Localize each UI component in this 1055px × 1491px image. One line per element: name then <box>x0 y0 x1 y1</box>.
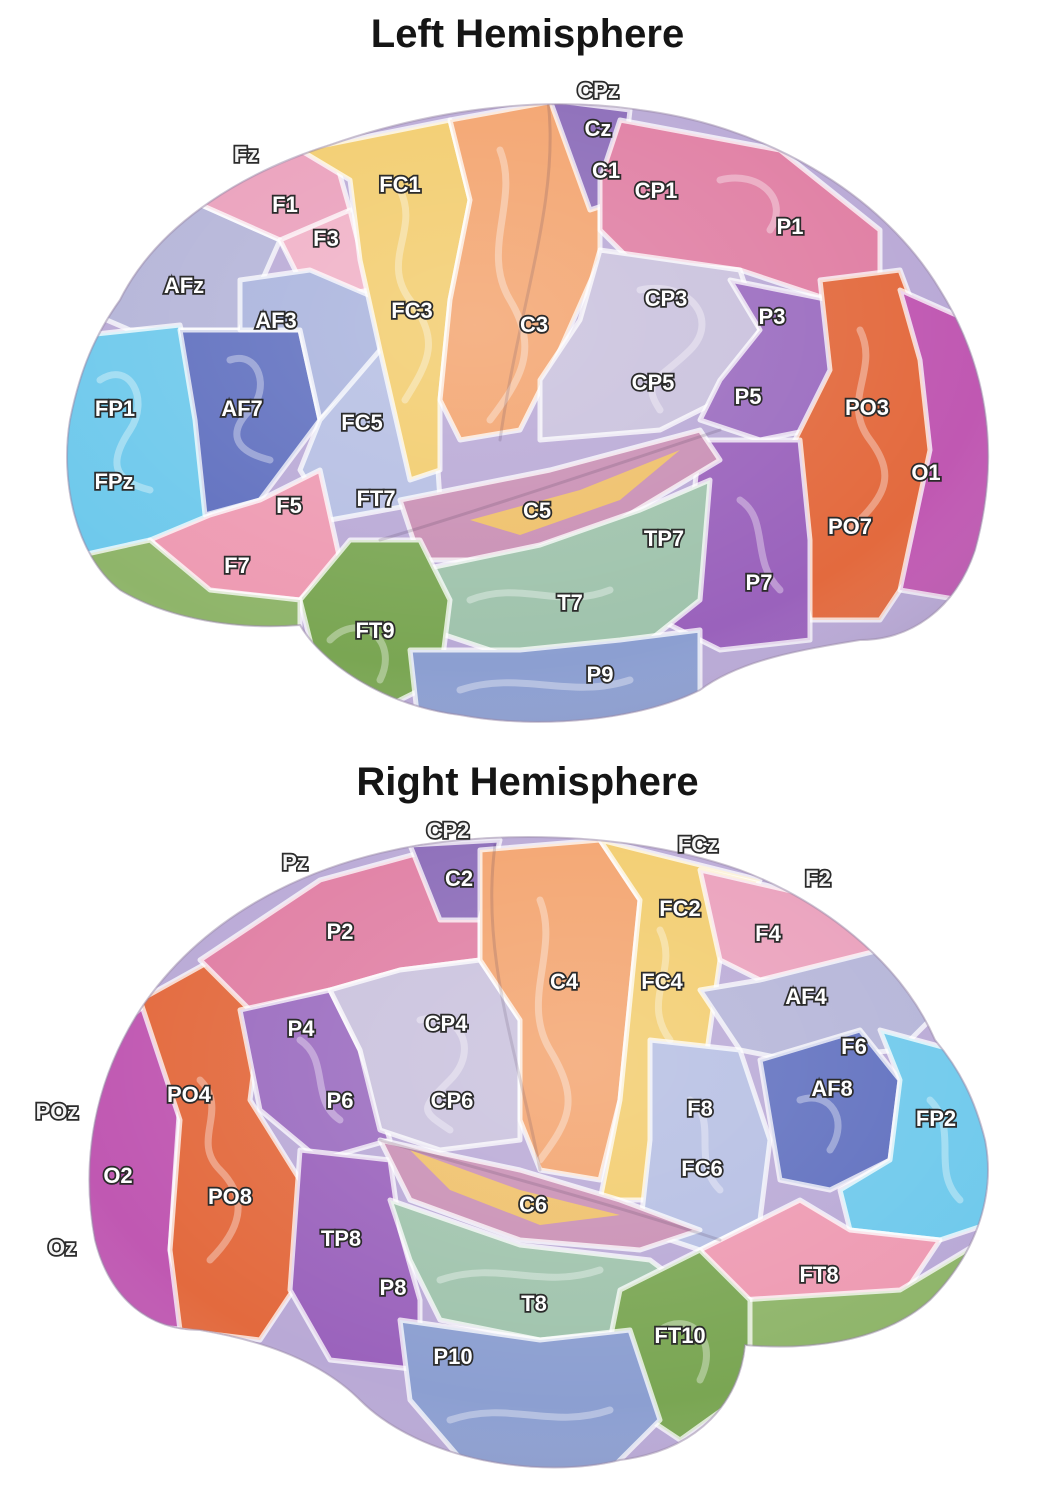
electrode-label-C2: C2 <box>445 866 473 891</box>
title-right-hemisphere: Right Hemisphere <box>356 760 699 804</box>
electrode-label-PO7: PO7 <box>828 514 872 539</box>
electrode-label-FT8: FT8 <box>799 1262 838 1287</box>
electrode-label-C1: C1 <box>592 158 620 183</box>
electrode-label-FT10: FT10 <box>654 1323 705 1348</box>
electrode-label-C4: C4 <box>550 969 579 994</box>
electrode-label-AF4: AF4 <box>785 984 827 1009</box>
electrode-label-FPz: FPz <box>94 469 133 494</box>
electrode-label-Cz: Cz <box>585 116 612 141</box>
right-cortex-regions <box>89 837 988 1468</box>
electrode-label-FT9: FT9 <box>355 618 394 643</box>
electrode-label-FC2: FC2 <box>659 896 701 921</box>
electrode-label-AF7: AF7 <box>221 396 263 421</box>
electrode-label-P10: P10 <box>433 1344 472 1369</box>
electrode-label-CP5: CP5 <box>632 370 675 395</box>
electrode-label-P9: P9 <box>587 662 614 687</box>
left-brain-outline <box>66 103 990 723</box>
electrode-label-O1: O1 <box>911 460 940 485</box>
electrode-label-TP8: TP8 <box>321 1226 361 1251</box>
electrode-label-FC6: FC6 <box>681 1156 723 1181</box>
electrode-label-F5: F5 <box>276 493 302 518</box>
electrode-label-FC4: FC4 <box>641 969 683 994</box>
electrode-label-P7: P7 <box>746 570 773 595</box>
electrode-label-POz: POz <box>36 1099 79 1124</box>
electrode-label-CP3: CP3 <box>645 286 688 311</box>
electrode-label-F8: F8 <box>687 1096 713 1121</box>
left-cortex-regions <box>67 104 989 722</box>
left-hemisphere-diagram: CPz Cz C1 Fz F1 FC1 CP1 P1 F3 AFz AF3 FC… <box>66 80 990 723</box>
electrode-label-F6: F6 <box>841 1034 867 1059</box>
left-electrode-labels: CPz Cz C1 Fz F1 FC1 CP1 P1 F3 AFz AF3 FC… <box>93 80 943 689</box>
electrode-label-CP6: CP6 <box>431 1088 474 1113</box>
electrode-label-CP2: CP2 <box>427 818 470 843</box>
right-electrode-labels: CP2 FCz Pz C2 F2 FC2 P2 F4 C4 FC4 AF4 P4… <box>34 818 958 1371</box>
electrode-label-F7: F7 <box>224 553 250 578</box>
right-hemisphere-diagram: CP2 FCz Pz C2 F2 FC2 P2 F4 C4 FC4 AF4 P4… <box>34 818 989 1469</box>
electrode-label-P2: P2 <box>327 919 354 944</box>
electrode-label-P6: P6 <box>327 1088 354 1113</box>
electrode-label-C6: C6 <box>519 1192 547 1217</box>
electrode-label-AF3: AF3 <box>255 308 297 333</box>
electrode-label-FT7: FT7 <box>356 486 395 511</box>
right-brain-outline <box>88 836 989 1469</box>
electrode-label-Fz: Fz <box>234 142 258 167</box>
electrode-label-P4: P4 <box>288 1016 316 1041</box>
electrode-label-FCz: FCz <box>678 832 718 857</box>
electrode-label-F3: F3 <box>313 226 339 251</box>
electrode-label-AF8: AF8 <box>811 1076 853 1101</box>
electrode-label-CP4: CP4 <box>425 1011 469 1036</box>
electrode-label-P3: P3 <box>759 304 786 329</box>
electrode-label-TP7: TP7 <box>644 526 684 551</box>
electrode-label-FP2: FP2 <box>916 1106 956 1131</box>
electrode-label-P5: P5 <box>735 384 762 409</box>
electrode-label-FC1: FC1 <box>379 172 421 197</box>
electrode-label-PO3: PO3 <box>845 395 889 420</box>
electrode-label-CP1: CP1 <box>635 178 678 203</box>
electrode-label-FC3: FC3 <box>391 298 433 323</box>
electrode-label-T8: T8 <box>521 1291 547 1316</box>
electrode-label-F1: F1 <box>272 192 298 217</box>
electrode-label-F4: F4 <box>755 921 781 946</box>
electrode-label-FP1: FP1 <box>95 396 135 421</box>
electrode-label-O2: O2 <box>103 1163 132 1188</box>
electrode-label-FC5: FC5 <box>341 410 383 435</box>
electrode-label-P8: P8 <box>380 1275 407 1300</box>
electrode-label-PO4: PO4 <box>167 1082 212 1107</box>
electrode-label-Pz: Pz <box>282 850 308 875</box>
electrode-label-C5: C5 <box>523 498 551 523</box>
electrode-label-F2: F2 <box>805 866 831 891</box>
electrode-label-C3: C3 <box>520 312 548 337</box>
electrode-label-P1: P1 <box>777 214 804 239</box>
electrode-label-T7: T7 <box>557 590 583 615</box>
electrode-label-AFz: AFz <box>164 273 204 298</box>
electrode-label-PO8: PO8 <box>208 1184 252 1209</box>
electrode-label-Oz: Oz <box>48 1235 76 1260</box>
electrode-label-CPz: CPz <box>577 80 619 103</box>
title-left-hemisphere: Left Hemisphere <box>370 12 685 56</box>
